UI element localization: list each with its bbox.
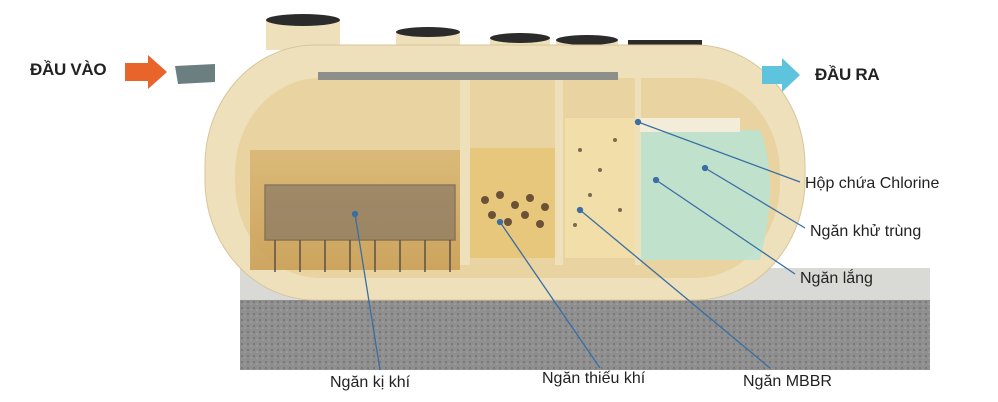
settling-chamber-label: Ngăn lắng: [800, 270, 873, 287]
chlorine-box-label: Hộp chứa Chlorine: [805, 175, 940, 192]
inlet-arrow-icon: [125, 55, 167, 89]
anoxic-media: [481, 191, 549, 228]
inlet-label: ĐẦU VÀO: [30, 60, 107, 79]
outlet-label: ĐẦU RA: [815, 65, 880, 84]
leader-lines: [351, 118, 806, 371]
chlorine-box: [640, 118, 740, 132]
anaerobic-media: [264, 184, 456, 272]
distribution-pipe: [318, 72, 618, 80]
mbbr-media: [573, 138, 622, 227]
anoxic-chamber-label: Ngăn thiếu khí: [542, 370, 646, 387]
anaerobic-chamber-label: Ngăn kị khí: [330, 374, 411, 391]
inlet-pipe: [175, 64, 215, 84]
disinfection-chamber-label: Ngăn khử trùng: [810, 223, 922, 240]
outlet-arrow-icon: [762, 58, 800, 92]
mbbr-chamber-label: Ngăn MBBR: [743, 373, 832, 390]
